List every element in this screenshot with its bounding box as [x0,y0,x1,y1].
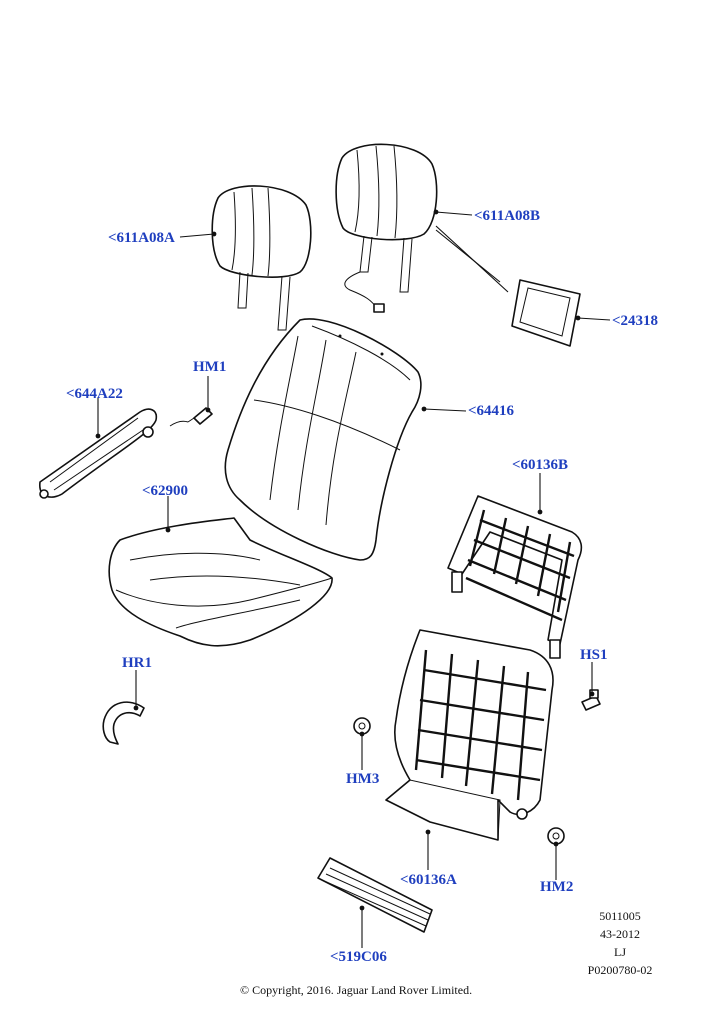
leader-lines [95,209,611,948]
headrest-left-part [211,185,312,331]
headrest-right-part [335,143,438,313]
bezel-part [435,225,581,347]
callout-headrest-left: <611A08A [108,230,175,246]
callout-hs1: HS1 [580,647,608,663]
callout-seat-frame: <60136A [400,872,457,888]
callout-hm2: HM2 [540,879,574,895]
callout-armrest: <644A22 [66,386,123,402]
trim-strip-part [317,857,433,933]
callout-trim-strip: <519C06 [330,949,387,965]
date-code: 43-2012 [600,927,640,941]
callout-back-frame: <60136B [512,457,569,473]
armrest-part [39,408,158,499]
hm3-nut-part [353,717,371,735]
seat-frame-part [385,629,554,841]
callout-hm1: HM1 [193,359,227,375]
callout-backrest: <64416 [468,403,515,419]
callout-headrest-right: <611A08B [474,208,541,224]
copyright-notice: © Copyright, 2016. Jaguar Land Rover Lim… [240,983,473,997]
back-frame-part [447,495,583,659]
hm2-nut-part [547,827,565,845]
hr1-ring-part [102,701,145,745]
hm1-fastener-part [169,407,213,427]
backrest-part [224,318,422,561]
initials: LJ [614,945,626,959]
callout-cushion: <62900 [142,483,189,499]
cushion-part [108,517,333,647]
callout-bezel: <24318 [612,313,659,329]
illustration-number: P0200780-02 [587,963,653,977]
ref-number: 5011005 [599,909,641,923]
callout-hm3: HM3 [346,771,380,787]
callout-hr1: HR1 [122,655,152,671]
